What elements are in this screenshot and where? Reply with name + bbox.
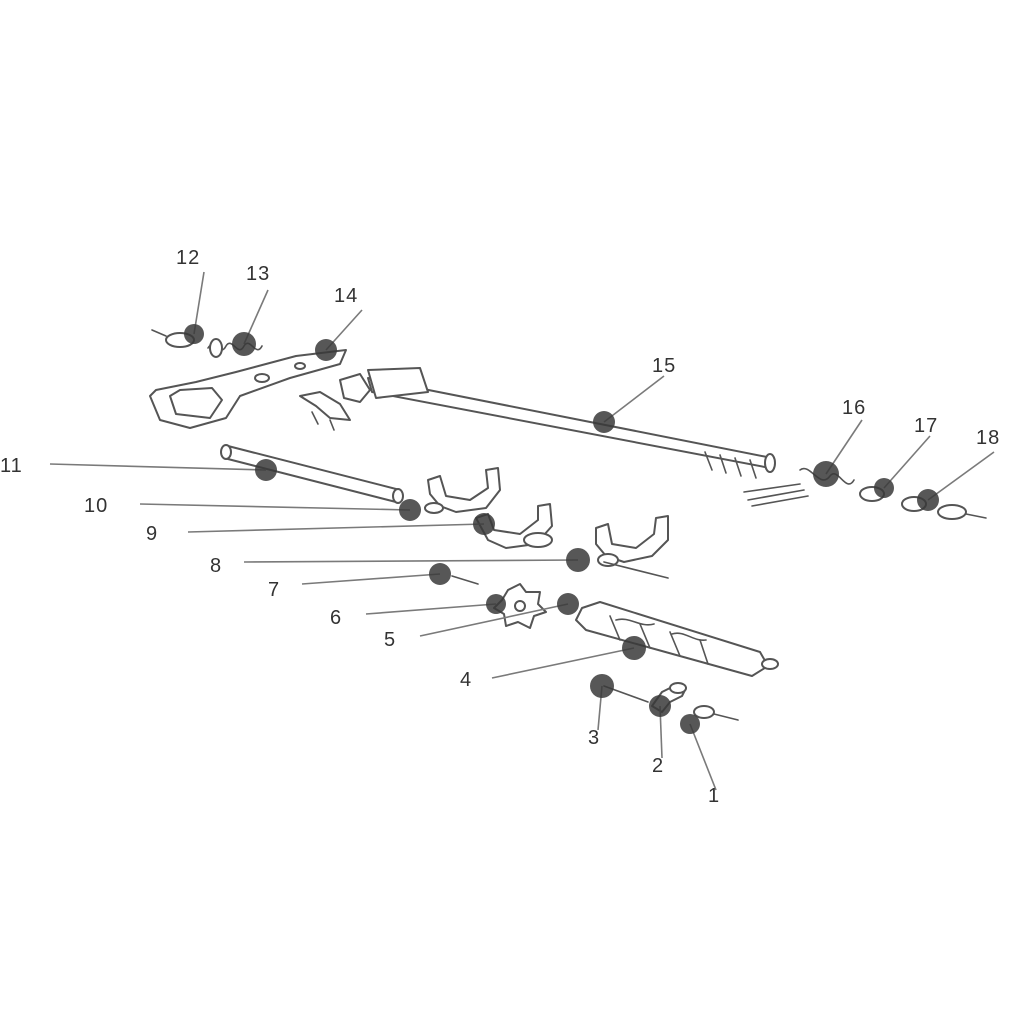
callout-18: 18 — [917, 427, 1000, 511]
callout-16-dot — [813, 461, 839, 487]
callout-11: 11 — [0, 455, 277, 481]
callout-8-number: 8 — [210, 555, 222, 577]
callout-4-number: 4 — [460, 669, 472, 691]
callout-14-dot — [315, 339, 337, 361]
callout-9-number: 9 — [146, 523, 158, 545]
callout-18-number: 18 — [976, 427, 1000, 449]
callout-10: 10 — [84, 495, 421, 521]
callout-3: 3 — [588, 674, 614, 749]
callout-2-dot — [649, 695, 671, 717]
callout-1-number: 1 — [708, 785, 720, 807]
callout-6: 6 — [330, 594, 506, 629]
callout-7: 7 — [268, 563, 451, 601]
callout-10-dot — [399, 499, 421, 521]
callout-12-dot — [184, 324, 204, 344]
callout-16-number: 16 — [842, 397, 866, 419]
shift-fork-lower-part — [595, 515, 669, 579]
callout-2: 2 — [649, 695, 671, 777]
callout-7-number: 7 — [268, 579, 280, 601]
gearshift-spindle-part — [367, 367, 776, 479]
callout-3-number: 3 — [588, 727, 600, 749]
callout-15-dot — [593, 411, 615, 433]
shift-fork-middle-part — [475, 503, 553, 549]
callout-15-number: 15 — [652, 355, 676, 377]
callout-17-number: 17 — [914, 415, 938, 437]
callout-11-dot — [255, 459, 277, 481]
callout-11-number: 11 — [0, 455, 23, 477]
callout-18-dot — [917, 489, 939, 511]
callout-5-number: 5 — [384, 629, 396, 651]
callout-13: 13 — [232, 263, 270, 356]
callout-9-dot — [473, 513, 495, 535]
callout-12: 12 — [176, 247, 205, 344]
callout-13-number: 13 — [246, 263, 270, 285]
callout-12-number: 12 — [176, 247, 200, 269]
callout-2-number: 2 — [652, 755, 664, 777]
callout-5: 5 — [384, 593, 579, 651]
pin-7-part — [451, 575, 479, 585]
callout-16: 16 — [813, 397, 866, 487]
gearshift-arm-part — [149, 349, 371, 431]
callout-14-number: 14 — [334, 285, 358, 307]
callout-13-dot — [232, 332, 256, 356]
callout-1-dot — [680, 714, 700, 734]
callout-5-dot — [557, 593, 579, 615]
callout-3-dot — [590, 674, 614, 698]
callout-6-dot — [486, 594, 506, 614]
callout-8: 8 — [210, 548, 590, 577]
shift-fork-shaft-part — [220, 444, 404, 504]
callout-4-dot — [622, 636, 646, 660]
callout-9: 9 — [146, 513, 495, 545]
shift-fork-upper-part — [424, 467, 501, 514]
callout-17: 17 — [874, 415, 938, 498]
callout-7-dot — [429, 563, 451, 585]
washer-1-part — [693, 705, 739, 721]
shift-drum-part — [575, 601, 779, 677]
callout-14: 14 — [315, 285, 363, 361]
callout-1: 1 — [680, 714, 720, 807]
callout-10-number: 10 — [84, 495, 108, 517]
callout-4: 4 — [460, 636, 646, 691]
circlip-18-part — [901, 496, 987, 520]
callout-17-dot — [874, 478, 894, 498]
callout-8-dot — [566, 548, 590, 572]
callout-6-number: 6 — [330, 607, 342, 629]
callout-15: 15 — [593, 355, 676, 433]
